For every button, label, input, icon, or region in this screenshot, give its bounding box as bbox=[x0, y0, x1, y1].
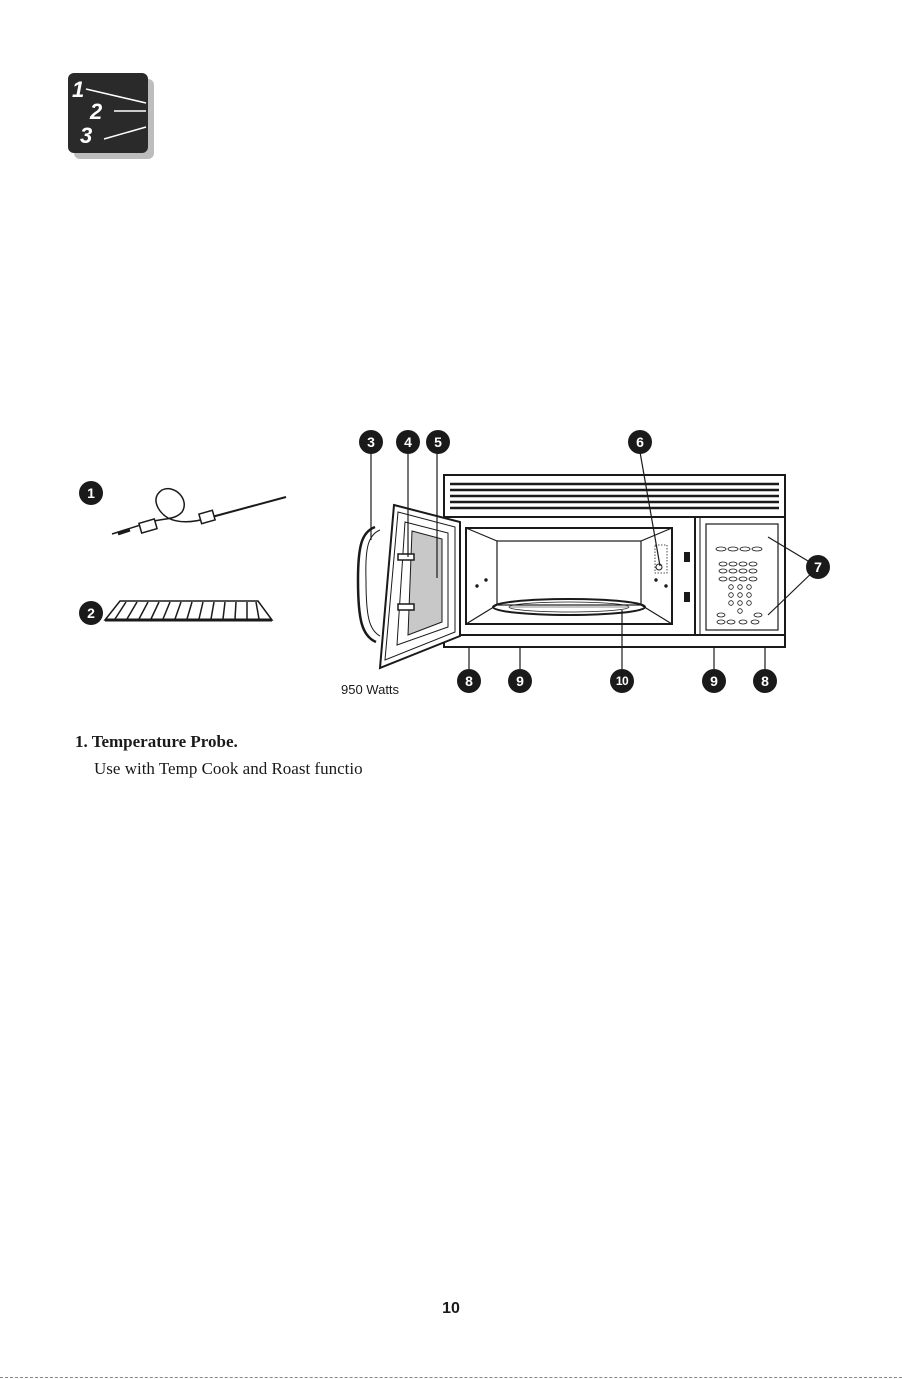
callout-3: 3 bbox=[359, 430, 383, 454]
callout-5: 5 bbox=[426, 430, 450, 454]
microwave-diagram bbox=[0, 0, 902, 760]
item-description-temperature-probe: Use with Temp Cook and Roast functio bbox=[94, 758, 394, 780]
control-panel bbox=[706, 524, 778, 630]
callout-2: 2 bbox=[79, 601, 103, 625]
callout-9-left: 9 bbox=[508, 669, 532, 693]
callout-8-left: 8 bbox=[457, 669, 481, 693]
callout-10: 10 bbox=[610, 669, 634, 693]
wire-rack-icon bbox=[105, 601, 272, 620]
callout-7: 7 bbox=[806, 555, 830, 579]
callout-1: 1 bbox=[79, 481, 103, 505]
bottom-divider bbox=[0, 1377, 902, 1378]
item-heading-temperature-probe: 1. Temperature Probe. bbox=[75, 732, 238, 752]
page-number: 10 bbox=[0, 1300, 902, 1318]
callout-9-right: 9 bbox=[702, 669, 726, 693]
callout-8-right: 8 bbox=[753, 669, 777, 693]
callout-4: 4 bbox=[396, 430, 420, 454]
microwave-body bbox=[444, 475, 785, 647]
callout-6: 6 bbox=[628, 430, 652, 454]
temperature-probe-icon bbox=[112, 489, 286, 534]
wattage-caption: 950 Watts bbox=[341, 682, 399, 697]
